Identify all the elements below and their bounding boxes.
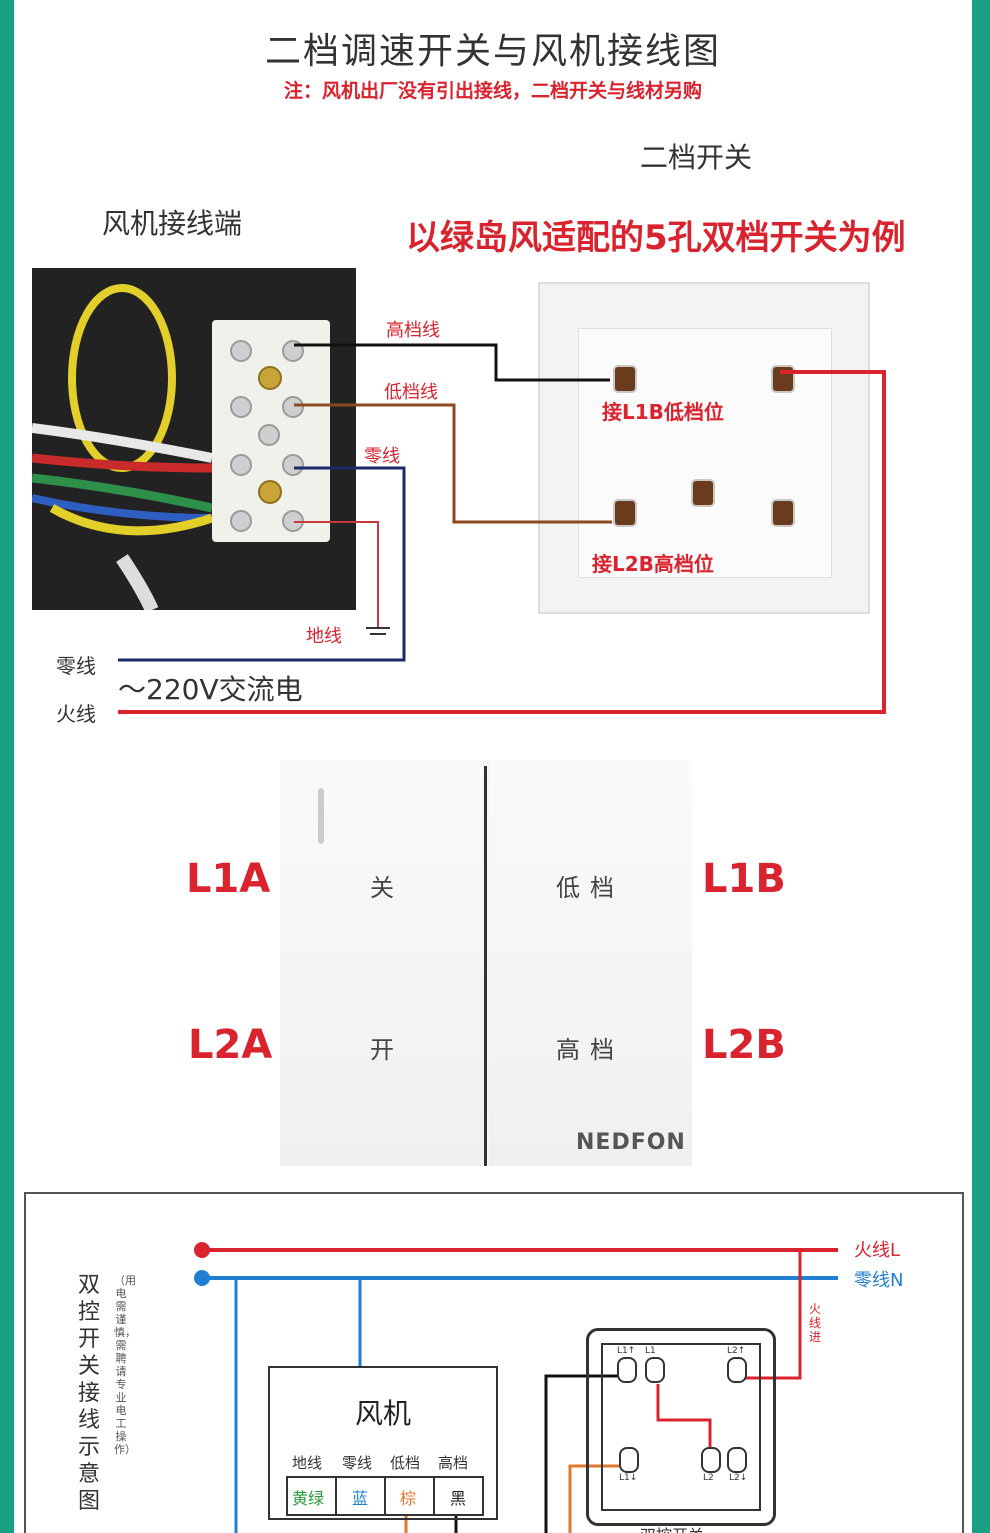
key-divider: [484, 766, 487, 1166]
neutral-terminal: [194, 1270, 210, 1286]
fan-term-neutral: 零线: [342, 1454, 373, 1472]
l2b-label: L2B: [702, 1022, 786, 1068]
wire-color-yellow-green: 黄绿: [292, 1489, 325, 1508]
l1b-label: L1B: [702, 856, 786, 902]
switch-term-label: L2: [703, 1473, 714, 1483]
switch-term-label: L1↑: [617, 1346, 636, 1356]
fan-term-high: 高档: [438, 1454, 469, 1472]
switch-term-label: L1: [645, 1346, 656, 1356]
key-high-label: 高档: [556, 1036, 624, 1064]
neutral-label: 零线: [56, 654, 96, 678]
fan-terminal-heading: 风机接线端: [102, 207, 243, 240]
terminal-hole: [691, 479, 715, 507]
key-low-label: 低档: [556, 874, 624, 902]
brass-screw: [258, 366, 282, 390]
ground-wire-label: 地线: [306, 626, 342, 647]
switch-term-label: L1↓: [619, 1473, 638, 1483]
switch-term-label: L2↑: [727, 1346, 746, 1356]
l2a-label: L2A: [188, 1022, 273, 1068]
screw: [230, 510, 252, 532]
fan-term-low: 低档: [390, 1454, 421, 1472]
neutral-wire-label: 零线: [364, 446, 400, 467]
l2b-high-label: 接L2B高档位: [592, 552, 714, 576]
terminal-hole: [613, 499, 637, 527]
screw: [258, 424, 280, 446]
switch-key-right[interactable]: [489, 760, 692, 1166]
switch-bridge: [656, 1384, 712, 1456]
ground-wire-line: [294, 521, 379, 628]
live-to-switch: [738, 1250, 802, 1380]
l1b-low-label: 接L1B低档位: [602, 400, 724, 424]
fan-term-ground: 地线: [292, 1454, 323, 1472]
wire-color-brown: 棕: [400, 1489, 417, 1508]
high-wire-label: 高档线: [386, 320, 440, 341]
two-way-switch-box: L1↑ L1 L2↑ L1↓ L2 L2↓: [586, 1328, 776, 1526]
screw: [282, 396, 304, 418]
low-wire-line: [294, 403, 612, 524]
terminal-hole: [613, 365, 637, 393]
brand-logo: NEDFON: [576, 1130, 686, 1155]
example-heading: 以绿岛风适配的5孔双档开关为例: [406, 218, 906, 258]
wire-color-black: 黑: [450, 1489, 467, 1508]
wire-color-blue: 蓝: [352, 1489, 369, 1508]
switch-brown-line: [568, 1464, 630, 1533]
fan-terminal-strip: 黄绿 蓝 棕 黑: [286, 1476, 484, 1516]
switch-terminal: [701, 1447, 721, 1473]
two-way-switch-diagram: 双控开关接线示意图 （用电需谨慎，需聘请专业电工操作） 火线L 零线N 火线进 …: [24, 1192, 964, 1533]
screw: [230, 454, 252, 476]
live-line-label: 火线L: [854, 1240, 901, 1261]
l1a-label: L1A: [186, 856, 271, 902]
switch-terminal: [619, 1447, 639, 1473]
switch-black-line: [544, 1374, 628, 1533]
live-wire-line: [118, 370, 886, 714]
page-title: 二档调速开关与风机接线图: [264, 31, 721, 72]
five-hole-switch-photo: [538, 282, 870, 614]
fan-terminal-photo: [32, 268, 356, 610]
neutral-line-label: 零线N: [854, 1270, 904, 1291]
brass-screw: [258, 480, 282, 504]
switch-terminal: [727, 1357, 747, 1383]
purchase-note: 注：风机出厂没有引出接线，二档开关与线材另购: [283, 80, 702, 102]
live-label: 火线: [56, 702, 96, 726]
key-off-label: 关: [370, 874, 404, 902]
terminal-hole: [771, 365, 795, 393]
terminal-hole: [771, 499, 795, 527]
switch-heading: 二档开关: [640, 141, 753, 174]
fan-title: 风机: [354, 1397, 411, 1430]
switch-key-left[interactable]: [280, 760, 483, 1166]
diagram-page: 二档调速开关与风机接线图 注：风机出厂没有引出接线，二档开关与线材另购 二档开关…: [14, 0, 972, 1533]
indicator-strip: [318, 788, 324, 844]
high-wire-line: [294, 343, 610, 382]
screw: [230, 340, 252, 362]
fan-box: 风机 地线 零线 低档 高档 黄绿 蓝 棕 黑: [268, 1366, 498, 1520]
switch-core: [578, 328, 832, 578]
live-in-label: 火线进: [808, 1302, 821, 1344]
switch-terminal: [645, 1357, 665, 1383]
diagram-side-title: 双控开关接线示意图: [77, 1273, 100, 1514]
switch-caption: 双控开关: [640, 1522, 704, 1533]
key-on-label: 开: [370, 1036, 404, 1064]
screw: [230, 396, 252, 418]
neutral-wire-line: [118, 466, 406, 662]
switch-term-label: L2↓: [729, 1473, 748, 1483]
switch-inner: L1↑ L1 L2↑ L1↓ L2 L2↓: [601, 1343, 761, 1511]
terminal-block: [212, 320, 330, 542]
switch-terminal: [617, 1357, 637, 1383]
screw: [282, 454, 304, 476]
top-wiring: [118, 343, 886, 714]
ac-label: ～220V交流电: [118, 673, 303, 706]
low-wire-label: 低档线: [384, 382, 438, 403]
switch-panel: 关 开 低档 高档 NEDFON: [280, 760, 692, 1166]
switch-terminal: [727, 1447, 747, 1473]
schematic-lines: [194, 1242, 838, 1533]
live-terminal: [194, 1242, 210, 1258]
